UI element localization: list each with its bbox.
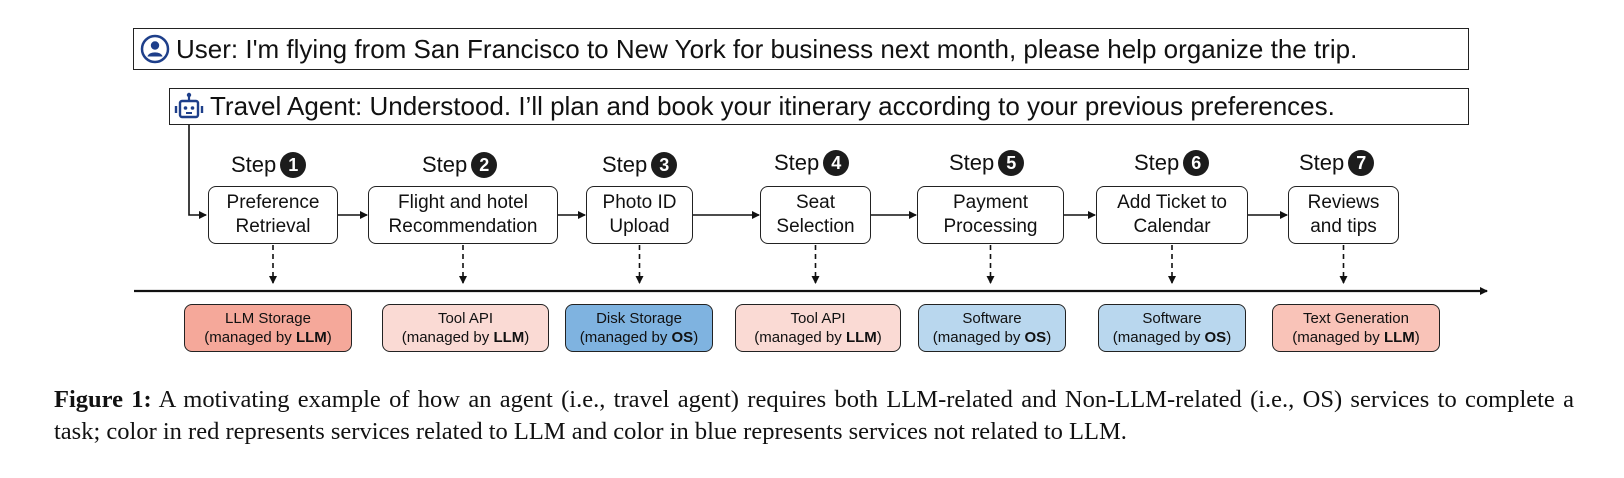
agent-message-text: Travel Agent: Understood. I’ll plan and …	[210, 91, 1335, 121]
service-manager-line: (managed by LLM)	[204, 328, 332, 347]
step-4-box: Seat Selection	[760, 186, 871, 244]
step-word: Step	[774, 150, 820, 175]
service-manager: OS	[671, 329, 694, 346]
robot-icon	[174, 92, 204, 118]
step-word: Step	[1134, 150, 1180, 175]
service-manager-line: (managed by OS)	[1113, 328, 1231, 347]
figure-caption: Figure 1: A motivating example of how an…	[54, 384, 1574, 448]
service-name: LLM Storage	[225, 310, 311, 327]
step-3-box: Photo ID Upload	[586, 186, 693, 244]
agent-to-step1-arrow	[188, 125, 207, 219]
service-manager: LLM	[845, 329, 877, 346]
step-number-badge: 2	[471, 152, 498, 178]
step-number-badge: 7	[1348, 150, 1375, 176]
managed-by-suffix: )	[326, 329, 332, 346]
step-number-badge: 1	[280, 152, 307, 178]
managed-by-prefix: (managed by	[204, 329, 296, 346]
step-1-box: Preference Retrieval	[208, 186, 338, 244]
agent-message-box: Travel Agent: Understood. I’ll plan and …	[169, 88, 1469, 125]
step-4-service: Tool API (managed by LLM)	[735, 304, 901, 352]
step-word: Step	[231, 152, 277, 177]
service-name: Software	[1142, 310, 1202, 327]
service-manager-line: (managed by LLM)	[754, 328, 882, 347]
step-number-badge: 4	[823, 150, 850, 176]
managed-by-prefix: (managed by	[1112, 329, 1205, 346]
step-7-box: Reviews and tips	[1288, 186, 1399, 244]
managed-by-suffix: )	[693, 329, 699, 346]
service-manager-line: (managed by LLM)	[1292, 328, 1420, 347]
step-word: Step	[949, 150, 995, 175]
service-manager-line: (managed by LLM)	[402, 328, 530, 347]
service-name: Tool API	[437, 310, 494, 327]
service-manager: OS	[1204, 329, 1227, 346]
managed-by-prefix: (managed by	[1292, 329, 1384, 346]
service-name: Tool API	[790, 310, 846, 327]
service-name: Software	[962, 310, 1022, 327]
user-message-text: User: I'm flying from San Francisco to N…	[176, 33, 1358, 64]
managed-by-prefix: (managed by	[579, 329, 672, 346]
service-manager: OS	[1024, 329, 1047, 346]
service-manager: LLM	[295, 329, 327, 346]
managed-by-suffix: )	[876, 329, 882, 346]
user-message-box: User: I'm flying from San Francisco to N…	[133, 28, 1469, 70]
service-manager-line: (managed by OS)	[933, 328, 1051, 347]
step-5-service: Software (managed by OS)	[918, 304, 1066, 352]
step-5-box: Payment Processing	[917, 186, 1064, 244]
step-6-box: Add Ticket to Calendar	[1096, 186, 1248, 244]
service-name: Disk Storage	[596, 310, 682, 327]
service-manager: LLM	[1383, 329, 1415, 346]
step-word: Step	[602, 152, 648, 177]
step-number-badge: 3	[651, 152, 678, 178]
step-7-service: Text Generation (managed by LLM)	[1272, 304, 1440, 352]
service-manager: LLM	[493, 329, 525, 346]
user-icon	[140, 34, 170, 64]
managed-by-prefix: (managed by	[932, 329, 1025, 346]
caption-text: A motivating example of how an agent (i.…	[54, 386, 1574, 445]
managed-by-prefix: (managed by	[401, 329, 494, 346]
managed-by-prefix: (managed by	[754, 329, 846, 346]
managed-by-suffix: )	[1414, 329, 1420, 346]
step-6-service: Software (managed by OS)	[1098, 304, 1246, 352]
step-3-service: Disk Storage (managed by OS)	[565, 304, 713, 352]
step-1-service: LLM Storage (managed by LLM)	[184, 304, 352, 352]
service-name: Text Generation	[1303, 310, 1409, 327]
step-number-badge: 5	[998, 150, 1025, 176]
step-word: Step	[1299, 150, 1345, 175]
managed-by-suffix: )	[1046, 329, 1052, 346]
managed-by-suffix: )	[524, 329, 530, 346]
step-2-box: Flight and hotel Recommendation	[368, 186, 558, 244]
step-2-service: Tool API (managed by LLM)	[382, 304, 549, 352]
step-number-badge: 6	[1183, 150, 1210, 176]
caption-lead: Figure 1:	[54, 386, 152, 413]
service-manager-line: (managed by OS)	[580, 328, 698, 347]
step-word: Step	[422, 152, 468, 177]
managed-by-suffix: )	[1226, 329, 1232, 346]
flow-connectors	[134, 125, 1488, 295]
